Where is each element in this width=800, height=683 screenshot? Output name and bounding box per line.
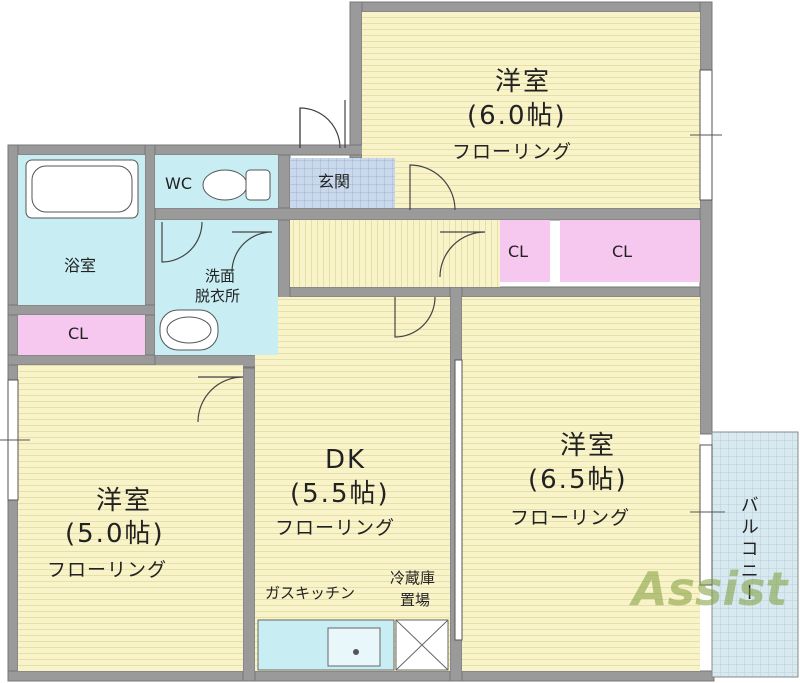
sink bbox=[327, 627, 381, 667]
bath-label: 浴室 bbox=[64, 256, 97, 275]
assist-logo: Assist bbox=[632, 562, 788, 616]
balcony bbox=[711, 431, 799, 678]
western-right-size: (6.5帖) bbox=[528, 465, 628, 495]
western-right-floor: フローリング bbox=[510, 507, 631, 529]
western-top-name: 洋室 bbox=[495, 67, 552, 97]
dk-floor: フローリング bbox=[275, 517, 396, 539]
western-top-floor: フローリング bbox=[452, 141, 573, 163]
entrance-label: 玄関 bbox=[318, 172, 351, 191]
closet-hall bbox=[500, 220, 550, 282]
room-dk bbox=[255, 297, 450, 671]
washroom-label-1: 洗面 bbox=[205, 267, 236, 285]
western-left-name: 洋室 bbox=[96, 486, 153, 516]
washroom-label-2: 脱衣所 bbox=[195, 287, 241, 305]
closet-right-label: CL bbox=[612, 242, 633, 261]
closet-right bbox=[560, 220, 700, 282]
wc-label: WC bbox=[165, 174, 192, 193]
western-right-name: 洋室 bbox=[560, 431, 617, 461]
room-western-right bbox=[462, 297, 700, 671]
balcony-label: バルコニー bbox=[737, 495, 759, 605]
western-top-size: (6.0帖) bbox=[467, 101, 567, 131]
kitchen-label: ガスキッチン bbox=[265, 584, 356, 602]
toilet bbox=[202, 169, 248, 201]
dk-size: (5.5帖) bbox=[290, 479, 390, 509]
closet-hall-label: CL bbox=[508, 242, 529, 261]
room-western-top bbox=[362, 12, 700, 208]
room-entrance bbox=[290, 158, 395, 208]
dk-name: DK bbox=[325, 445, 367, 475]
fridge-label-2: 置場 bbox=[400, 591, 431, 609]
fridge-label-1: 冷蔵庫 bbox=[390, 569, 436, 587]
western-left-floor: フローリング bbox=[47, 559, 168, 581]
western-left-size: (5.0帖) bbox=[65, 519, 165, 549]
room-western-left bbox=[18, 365, 243, 671]
closet-left bbox=[18, 315, 145, 355]
doors bbox=[161, 100, 486, 423]
hallway bbox=[290, 220, 500, 287]
closet-left-label: CL bbox=[68, 324, 89, 343]
